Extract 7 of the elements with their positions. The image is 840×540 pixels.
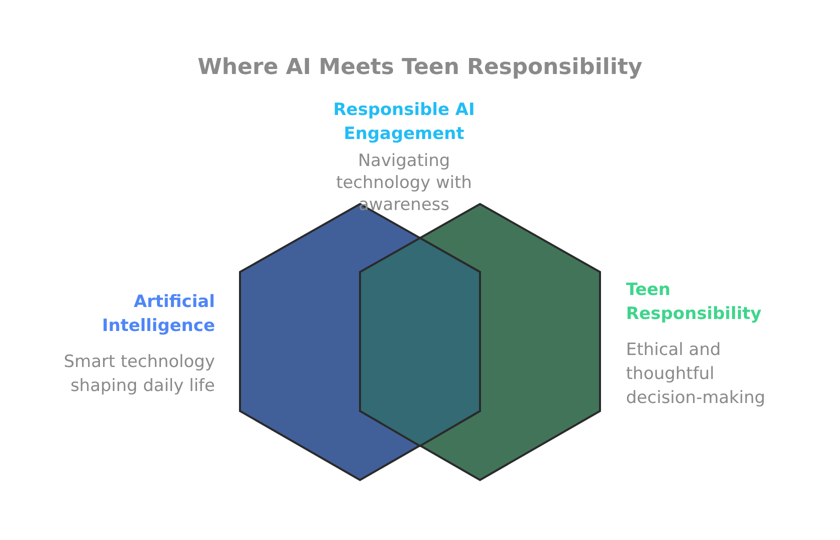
region-heading: Artificial Intelligence — [101, 291, 215, 338]
description-text: Ethical and thoughtful decision-making — [626, 339, 766, 410]
description-text: Navigating technology with awareness — [335, 150, 473, 216]
title: Where AI Meets Teen Responsibility — [198, 54, 642, 82]
description-text: Smart technology shaping daily life — [62, 351, 215, 398]
region-heading: Teen Responsibility — [626, 279, 762, 326]
region-heading: Responsible AI Engagement — [332, 99, 476, 146]
